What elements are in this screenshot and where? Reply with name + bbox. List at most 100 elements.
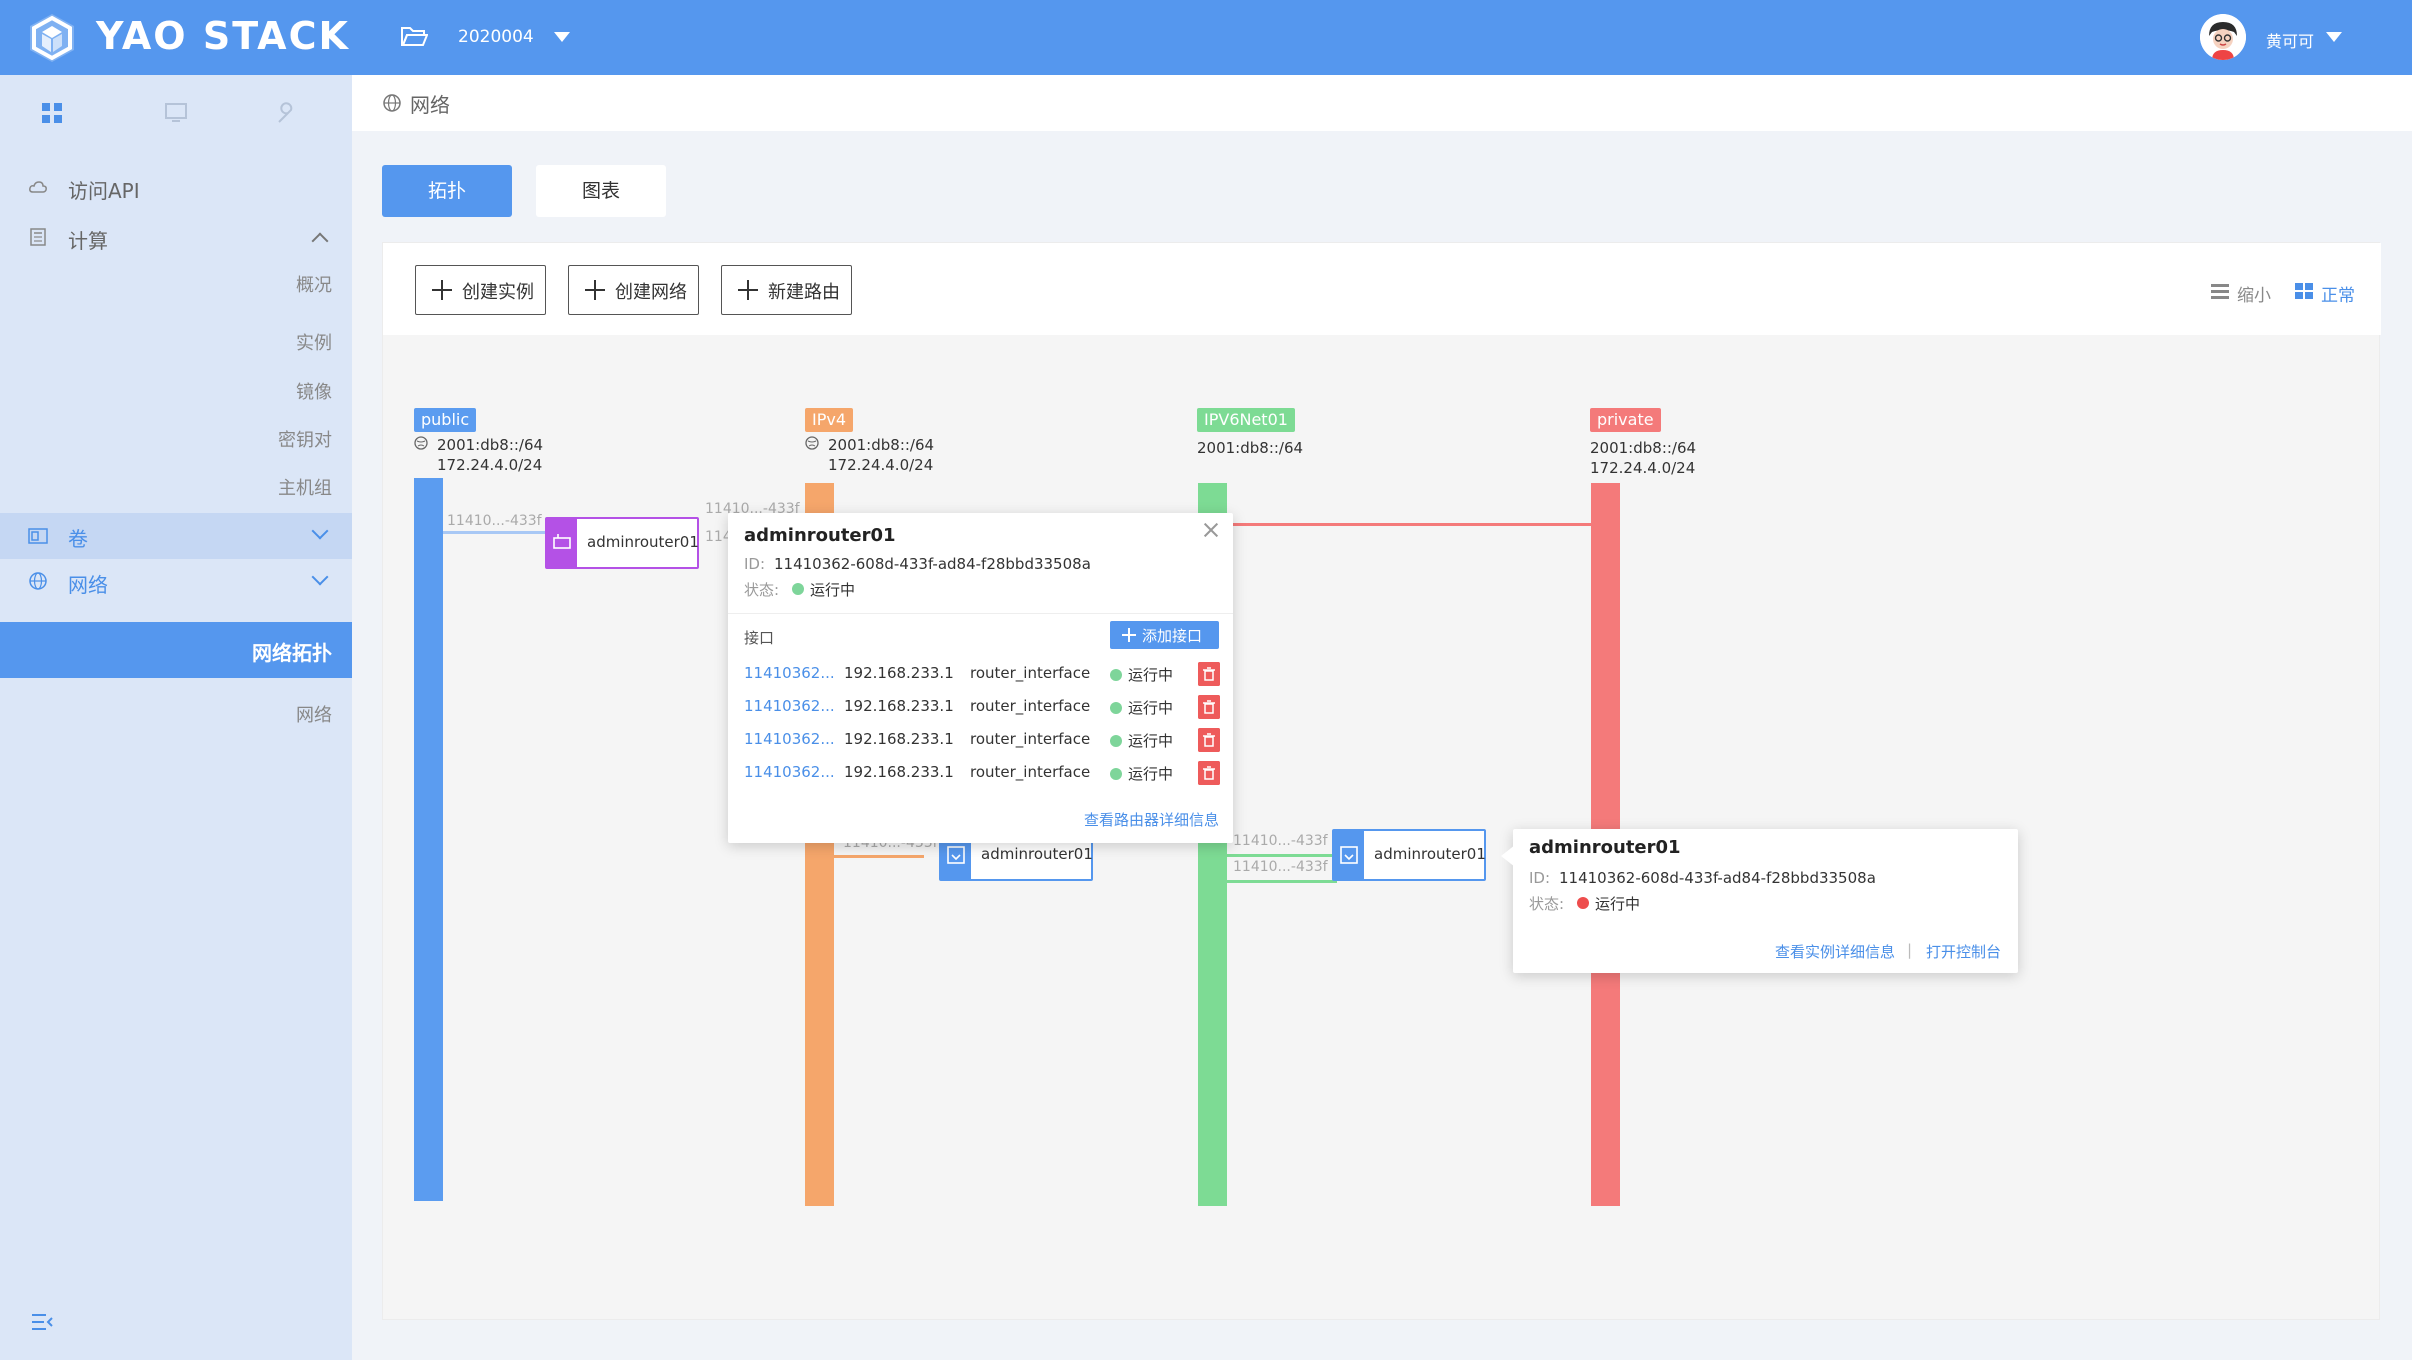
interface-type: router_interface: [970, 697, 1091, 715]
interface-type: router_interface: [970, 730, 1091, 748]
sidebar-subitem-overview[interactable]: 概况: [296, 275, 332, 296]
router-detail-link[interactable]: 查看路由器详细信息: [1084, 811, 1220, 829]
router-node[interactable]: adminrouter01: [1332, 829, 1486, 881]
trash-icon[interactable]: [1198, 662, 1220, 686]
view-mode-label: 缩小: [2237, 286, 2271, 306]
status-dot: [792, 583, 804, 595]
breadcrumb-current: 网络: [410, 93, 450, 117]
breadcrumb: 网络: [352, 75, 2412, 131]
network-bar-public[interactable]: [414, 478, 443, 1201]
interface-status: 运行中: [1128, 666, 1174, 684]
instance-status: 运行中: [1595, 895, 1641, 913]
add-interface-button[interactable]: 添加接口: [1110, 621, 1219, 649]
create-router-button[interactable]: 新建路由: [721, 265, 852, 315]
status-dot: [1110, 768, 1122, 780]
chevron-down-icon[interactable]: [554, 32, 570, 42]
sidebar: 访问API 计算 概况 实例 镜像 密钥对 主机组 卷 网络 网络拓扑: [0, 75, 352, 1360]
connection-label: 11410...-433f: [1233, 833, 1328, 849]
network-ipv4: 172.24.4.0/24: [437, 456, 543, 474]
calculator-icon: [30, 228, 46, 246]
sidebar-item-label: 卷: [68, 527, 88, 551]
connection-line: [1183, 523, 1593, 526]
interface-row: 11410362... 192.168.233.1 router_interfa…: [728, 658, 1228, 690]
interface-type: router_interface: [970, 664, 1091, 682]
router-icon: [547, 519, 577, 567]
globe-icon: [805, 436, 819, 450]
network-tag-ipv6net01[interactable]: IPV6Net01: [1197, 408, 1295, 432]
yao-stack-logo-icon: [30, 14, 74, 62]
interface-type: router_interface: [970, 763, 1091, 781]
trash-icon[interactable]: [1198, 761, 1220, 785]
trash-icon[interactable]: [1198, 728, 1220, 752]
network-tag-private[interactable]: private: [1590, 408, 1661, 432]
sidebar-item-api[interactable]: 访问API: [0, 165, 352, 211]
network-tag-ipv4[interactable]: IPv4: [805, 408, 854, 432]
status-label: 状态:: [744, 581, 780, 599]
interface-row: 11410362... 192.168.233.1 router_interfa…: [728, 724, 1228, 756]
tab-chart[interactable]: 图表: [536, 165, 666, 217]
sidebar-subitem-label: 网络拓扑: [252, 641, 332, 665]
divider: [728, 613, 1233, 614]
network-ipv4: 172.24.4.0/24: [828, 456, 934, 474]
grid-icon: [2295, 283, 2313, 299]
button-label: 创建网络: [615, 282, 687, 303]
network-tag-public[interactable]: public: [414, 408, 477, 432]
status-dot: [1577, 897, 1589, 909]
sidebar-subitem-hostgroups[interactable]: 主机组: [278, 478, 332, 499]
open-console-link[interactable]: 打开控制台: [1926, 943, 2002, 961]
connection-line: [834, 855, 924, 858]
interface-id-link[interactable]: 11410362...: [744, 697, 835, 715]
chevron-down-icon[interactable]: [2326, 32, 2342, 42]
interface-id-link[interactable]: 11410362...: [744, 664, 835, 682]
router-node[interactable]: adminrouter01: [545, 517, 699, 569]
router-id: 11410362-608d-433f-ad84-f28bbd33508a: [774, 555, 1091, 573]
tab-topology[interactable]: 拓扑: [382, 165, 512, 217]
router-icon: [1334, 831, 1364, 879]
network-ipv6: 2001:db8::/64: [437, 436, 544, 454]
id-label: ID:: [744, 555, 766, 573]
dashboard-icon[interactable]: [40, 101, 64, 125]
folder-open-icon[interactable]: [400, 24, 428, 48]
create-instance-button[interactable]: 创建实例: [415, 265, 546, 315]
project-selector[interactable]: 2020004: [458, 27, 534, 47]
avatar-icon: [2200, 14, 2246, 60]
interface-row: 11410362... 192.168.233.1 router_interfa…: [728, 757, 1228, 789]
chevron-down-icon[interactable]: [311, 568, 329, 586]
interface-ip: 192.168.233.1: [844, 730, 954, 748]
list-icon: [2211, 284, 2229, 299]
status-label: 状态:: [1529, 895, 1565, 913]
user-name[interactable]: 黄可可: [2266, 32, 2315, 51]
sidebar-subitem-keypairs[interactable]: 密钥对: [278, 430, 332, 451]
id-label: ID:: [1529, 869, 1551, 887]
router-detail-popup: adminrouter01 ID: 11410362-608d-433f-ad8…: [728, 513, 1233, 843]
router-name: adminrouter01: [587, 533, 699, 551]
button-label: 添加接口: [1142, 627, 1203, 645]
user-avatar[interactable]: [2200, 14, 2246, 60]
sidebar-subitem-networks[interactable]: 网络: [296, 705, 332, 726]
monitor-icon[interactable]: [164, 101, 188, 125]
chevron-down-icon[interactable]: [311, 522, 329, 540]
sidebar-subitem-instances[interactable]: 实例: [296, 333, 332, 354]
trash-icon[interactable]: [1198, 695, 1220, 719]
popup-title: adminrouter01: [1529, 837, 1681, 858]
topology-toolbar: 创建实例 创建网络 新建路由 缩小 正常: [383, 243, 2381, 335]
interface-status: 运行中: [1128, 732, 1174, 750]
wrench-icon[interactable]: [274, 101, 298, 125]
interface-row: 11410362... 192.168.233.1 router_interfa…: [728, 691, 1228, 723]
sidebar-subitem-topology[interactable]: 网络拓扑: [0, 622, 352, 678]
close-icon[interactable]: [1202, 521, 1220, 539]
sidebar-item-volumes[interactable]: 卷: [0, 513, 352, 559]
interface-id-link[interactable]: 11410362...: [744, 763, 835, 781]
sidebar-subitem-images[interactable]: 镜像: [296, 382, 332, 403]
connection-label: 11410...-433f: [1233, 859, 1328, 875]
create-network-button[interactable]: 创建网络: [568, 265, 699, 315]
cloud-icon: [29, 181, 47, 193]
instance-detail-popup: adminrouter01 ID: 11410362-608d-433f-ad8…: [1501, 829, 2018, 973]
sidebar-item-compute[interactable]: 计算: [0, 215, 352, 261]
chevron-up-icon[interactable]: [311, 232, 329, 250]
instance-detail-link[interactable]: 查看实例详细信息: [1775, 943, 1896, 961]
sidebar-item-network[interactable]: 网络: [0, 559, 352, 605]
collapse-menu-icon[interactable]: [30, 1312, 54, 1332]
globe-icon: [29, 572, 47, 590]
interface-id-link[interactable]: 11410362...: [744, 730, 835, 748]
